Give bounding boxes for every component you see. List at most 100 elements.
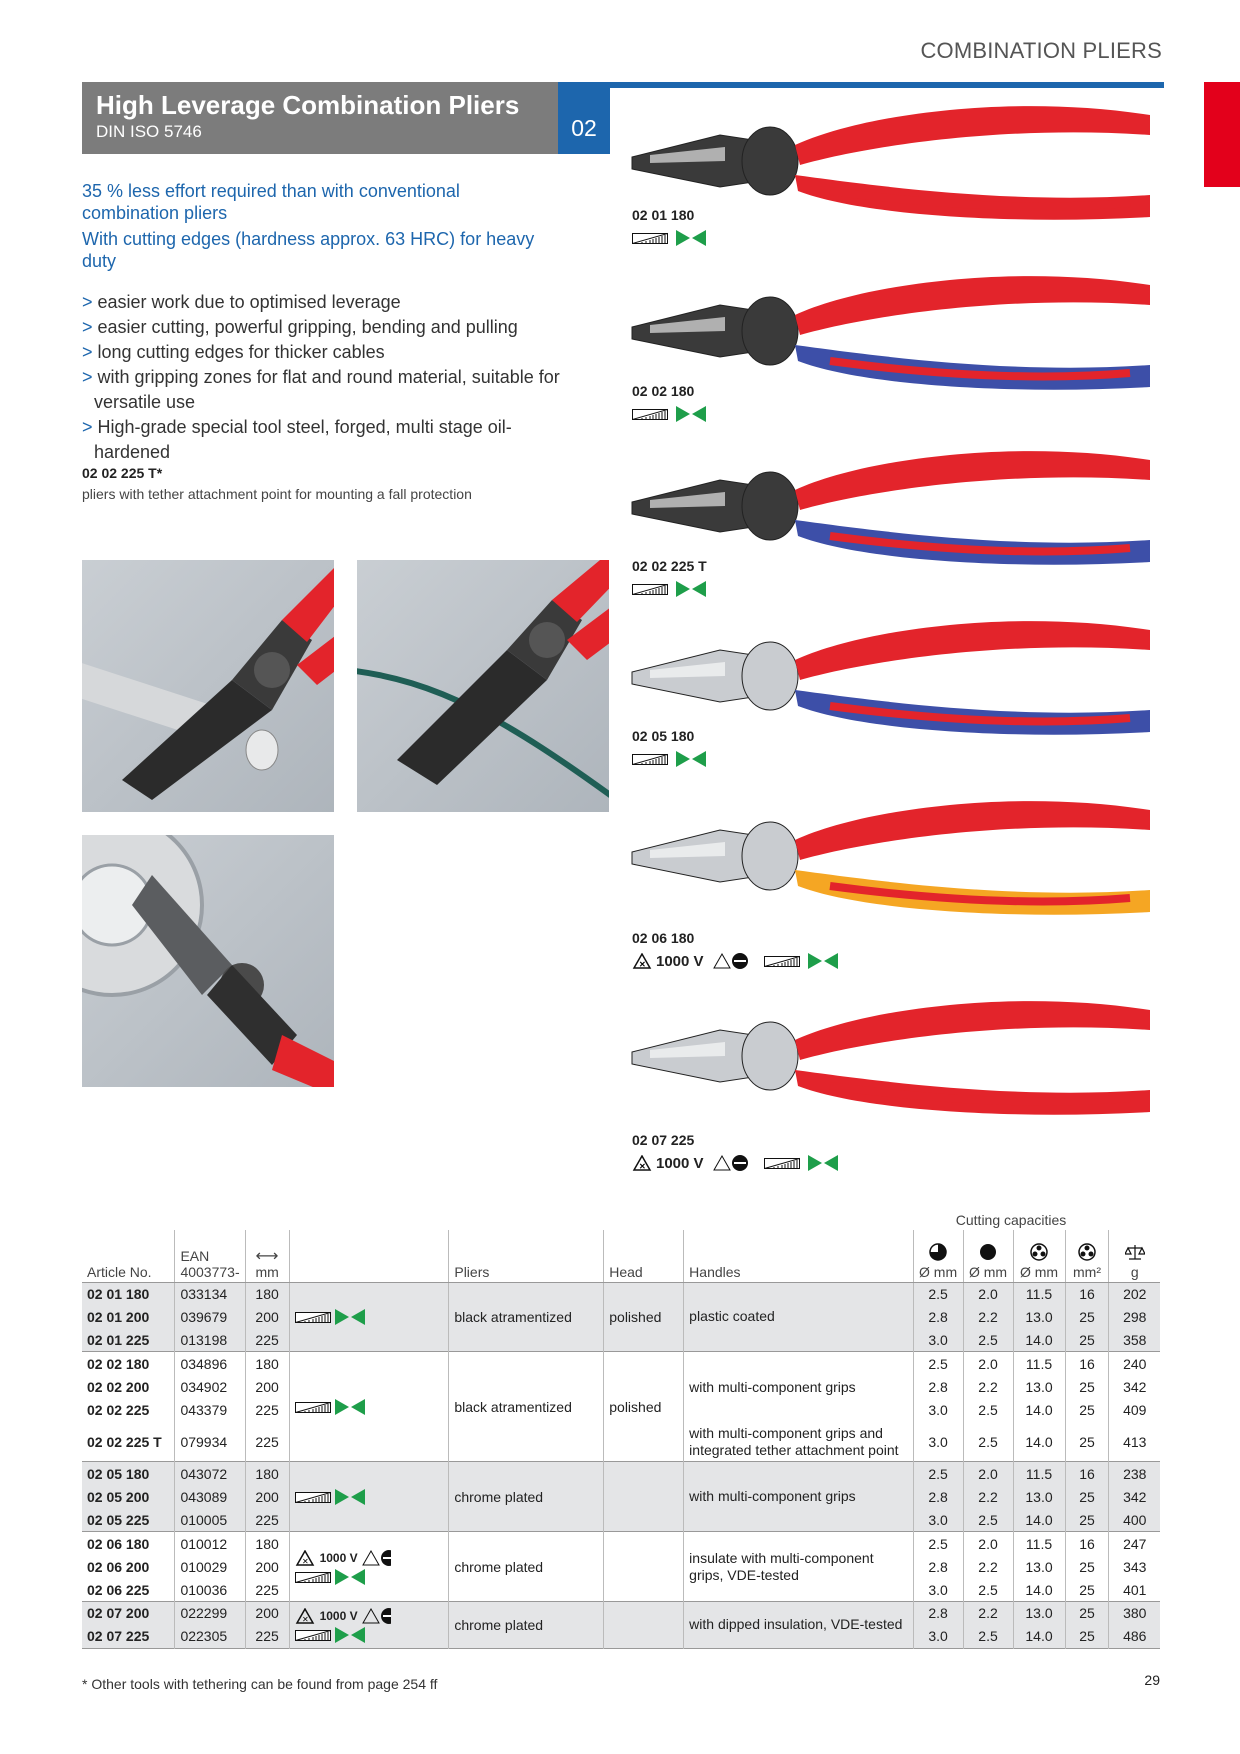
ean-code: 043089: [174, 1485, 246, 1509]
col-cut-medium: Ø mm: [962, 1230, 1014, 1283]
article-number: 02 06 225: [87, 1581, 150, 1598]
product-standard: DIN ISO 5746: [96, 122, 202, 141]
cut-soft-wire: 3.0: [912, 1421, 964, 1462]
certification-icon: [712, 952, 748, 969]
ean-code: 022299: [174, 1601, 246, 1625]
ean-code: 033134: [174, 1281, 246, 1306]
length-mm: 225: [244, 1421, 290, 1462]
product-icons: ✕1000 V: [632, 1152, 838, 1174]
length-mm: 225: [244, 1398, 290, 1422]
weight-g: 202: [1108, 1281, 1160, 1306]
cutting-caption: Cutting capacities: [955, 1212, 1067, 1228]
cut-soft-wire: 3.0: [912, 1624, 964, 1649]
tether-note-code: 02 02 225 T*: [82, 465, 163, 481]
hardness-gauge-icon: [294, 1571, 331, 1583]
cutting-edge-icon: [334, 1308, 365, 1325]
cut-medium-wire: 2.5: [962, 1578, 1014, 1602]
pliers-image: [631, 106, 1150, 220]
cut-soft-wire: 2.8: [912, 1375, 964, 1399]
head-finish: [603, 1601, 684, 1649]
cut-medium-wire: 2.5: [962, 1508, 1014, 1532]
certification-icon: [361, 1549, 391, 1566]
cut-soft-wire: 2.5: [912, 1281, 964, 1306]
weight-g: 400: [1108, 1508, 1160, 1532]
product-title: High Leverage Combination Pliers: [96, 90, 520, 120]
cut-cable-dia: 13.0: [1012, 1375, 1066, 1399]
section-title: COMBINATION PLIERS: [920, 38, 1162, 63]
hardness-gauge-icon: [294, 1401, 331, 1413]
article-number: 02 05 180: [82, 1461, 175, 1486]
length-mm: 200: [244, 1305, 290, 1329]
article-number: 02 01 180: [82, 1281, 175, 1306]
cut-cable-dia: 11.5: [1012, 1531, 1066, 1555]
cut-cable-section: 25: [1064, 1375, 1109, 1399]
length-mm: 225: [244, 1624, 290, 1649]
scale-icon: [1123, 1244, 1146, 1260]
cut-soft-wire: 2.8: [912, 1485, 964, 1509]
handles-type: plastic coated: [683, 1281, 914, 1352]
svg-text:✕: ✕: [639, 960, 646, 969]
cut-cable-dia: 11.5: [1012, 1461, 1066, 1486]
hardness-gauge-icon: [294, 1629, 331, 1641]
article-number: 02 01 200: [82, 1305, 175, 1329]
product-code: 02 02 225 T: [632, 558, 707, 574]
cut-medium-wire: 2.2: [962, 1305, 1014, 1329]
hardness-gauge-icon: [632, 753, 668, 765]
certification-icon: [361, 1607, 391, 1624]
cutting-edge-icon: [334, 1398, 365, 1415]
handles-type: insulate with multi-component grips, VDE…: [683, 1531, 914, 1602]
cut-cable-dia: 13.0: [1012, 1485, 1066, 1509]
article-number: 02 05 225: [82, 1508, 175, 1532]
cut-cable-section: 25: [1064, 1305, 1109, 1329]
col-cut-soft: Ø mm: [912, 1230, 964, 1283]
vde-triangle-icon: ✕: [295, 1549, 314, 1566]
chapter-number: 02: [558, 82, 610, 154]
cut-cable-dia: 14.0: [1012, 1398, 1066, 1422]
pliers-finish: black atramentized: [448, 1281, 604, 1352]
weight-g: 247: [1108, 1531, 1160, 1555]
cut-soft-wire: 2.8: [912, 1305, 964, 1329]
product-icons: [632, 227, 706, 249]
vde-triangle-icon: ✕: [632, 953, 652, 969]
cut-medium-wire: 2.2: [962, 1485, 1014, 1509]
cut-cable-section: 25: [1064, 1508, 1109, 1532]
ean-code: 010029: [174, 1554, 246, 1579]
intro-cutting: With cutting edges (hardness approx. 63 …: [82, 229, 535, 271]
cut-soft-wire: 2.8: [912, 1554, 964, 1579]
cut-soft-wire: 2.5: [912, 1531, 964, 1555]
svg-text:✕: ✕: [302, 1615, 309, 1624]
feature-icons-cell: [288, 1461, 449, 1532]
length-mm: 180: [244, 1281, 290, 1306]
top-rule: [82, 82, 1164, 88]
cut-soft-wire: 3.0: [912, 1328, 964, 1352]
ean-code: 013198: [174, 1328, 246, 1352]
weight-g: 342: [1108, 1375, 1160, 1399]
soft-wire-icon: [929, 1242, 947, 1261]
cut-soft-wire: 3.0: [912, 1508, 964, 1532]
ean-code: 010012: [174, 1531, 246, 1555]
product-icons: [632, 748, 706, 770]
feature-icons-cell: ✕1000 V: [288, 1531, 449, 1602]
cut-cable-dia: 13.0: [1012, 1305, 1066, 1329]
pliers-image: [631, 1001, 1150, 1115]
handles-type: with multi-component grips: [683, 1351, 914, 1422]
pliers-image: [631, 451, 1150, 565]
ean-code: 022305: [174, 1624, 246, 1649]
feature-icons-cell: [288, 1351, 449, 1462]
intro-effort: 35 % less effort required than with conv…: [82, 181, 460, 223]
cut-cable-dia: 14.0: [1012, 1328, 1066, 1352]
weight-g: 342: [1108, 1485, 1160, 1509]
weight-g: 486: [1108, 1624, 1160, 1649]
ean-code: 039679: [174, 1305, 246, 1329]
